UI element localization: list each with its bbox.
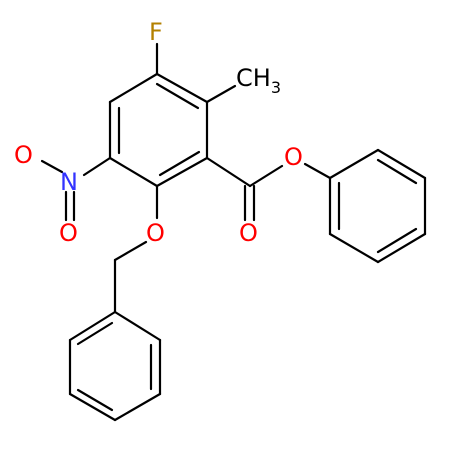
ring-inner-bond-b: [158, 150, 201, 177]
benzyl-bond-1: [113, 310, 162, 342]
benzyl-inner-bond-c: [76, 321, 114, 346]
bond-nitrogen-oxygen-top: [40, 159, 64, 174]
methyl-main-text: CH: [236, 64, 271, 92]
ring-bond-c4-c5: [108, 156, 159, 188]
phenyl-bond-2: [376, 148, 427, 180]
benzyloxy-group: O: [113, 184, 165, 314]
bond-ring-carbonyl-carbon: [205, 156, 252, 188]
ring-bond-c6-c1: [108, 72, 159, 104]
phenyl-inner-bond-b: [376, 227, 418, 254]
bond-ring-nitro-nitrogen: [82, 156, 112, 177]
nitro-oxygen-bottom-label: O: [59, 219, 78, 247]
benzyl-inner-bond-b: [76, 388, 114, 412]
nitro-group: O N O: [14, 141, 112, 247]
nitro-oxygen-top-label: O: [14, 141, 33, 169]
fluorine-atom-label: F: [149, 18, 163, 46]
benzyl-bond-6: [68, 310, 117, 342]
ring-bond-c1-c2: [155, 72, 209, 104]
ring-inner-bond-a: [155, 82, 200, 110]
ester-group: O O: [205, 143, 332, 247]
fluorine-substituent: F: [149, 18, 163, 76]
bond-ring-methyl: [205, 84, 237, 104]
phenyl-bond-5: [328, 232, 380, 264]
benzyloxy-oxygen-label: O: [146, 219, 165, 247]
bond-carbonyl-carbon-ether-oxygen: [248, 164, 284, 188]
phenyl-ester-ring: [328, 148, 427, 264]
nitro-nitrogen-label: N: [60, 168, 78, 196]
methyl-subscript: 3: [271, 78, 281, 97]
ring-bond-c3-c4: [155, 156, 209, 188]
bond-ether-oxygen-phenyl: [303, 162, 332, 180]
phenyl-inner-bond-a: [376, 158, 418, 185]
methyl-substituent: CH3: [205, 64, 281, 104]
bond-oxygen-ch2: [113, 240, 148, 262]
benzyl-bond-4: [68, 392, 117, 422]
phenyl-bond-4: [376, 232, 427, 264]
benzyl-ring: [68, 310, 162, 422]
benzyl-bond-3: [113, 392, 162, 422]
phenyl-bond-1: [328, 148, 380, 180]
carbonyl-oxygen-label: O: [239, 219, 258, 247]
central-aromatic-ring: [108, 72, 209, 188]
methyl-label: CH3: [236, 64, 281, 97]
ester-ether-oxygen-label: O: [284, 143, 303, 171]
